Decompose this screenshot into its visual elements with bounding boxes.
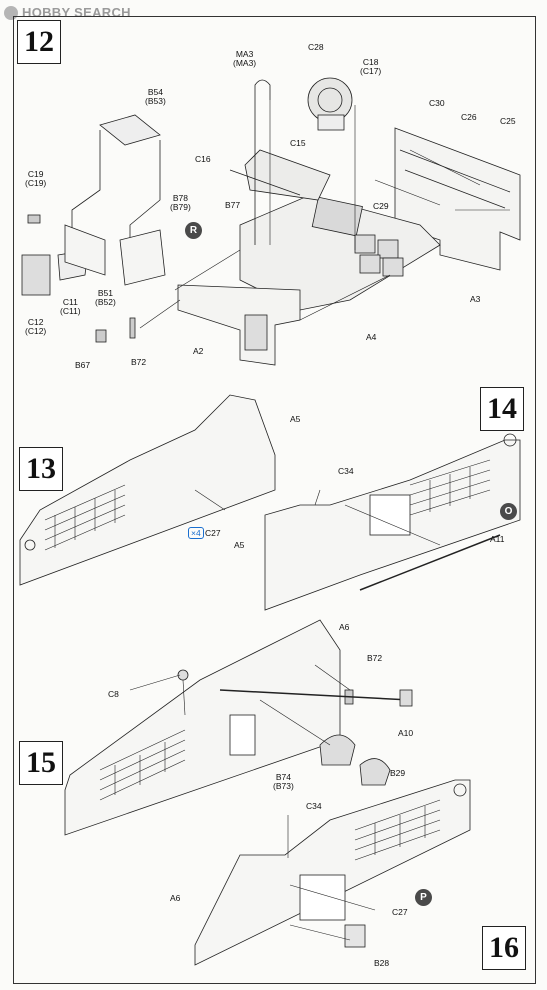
label-a6-step15: A6 xyxy=(339,622,350,632)
label-b72-step15: B72 xyxy=(367,653,383,663)
label-a2: A2 xyxy=(193,346,204,356)
part-b78 xyxy=(119,229,166,286)
label-c19: C19 (C19) xyxy=(25,169,47,188)
part-c12 xyxy=(21,254,51,296)
part-b67 xyxy=(95,329,107,343)
part-a6-grille-step15 xyxy=(99,729,186,801)
label-c8: C8 xyxy=(108,689,119,699)
part-b74 xyxy=(319,734,356,766)
part-b54 xyxy=(99,114,161,146)
label-a3: A3 xyxy=(470,294,481,304)
part-c29-vent xyxy=(311,196,363,237)
label-b67: B67 xyxy=(75,360,91,370)
label-b78: B78 (B79) xyxy=(170,193,191,212)
part-a11 xyxy=(359,534,501,591)
part-c15 xyxy=(244,149,331,201)
label-c29: C29 xyxy=(373,201,389,211)
label-a11: A11 xyxy=(490,534,505,544)
label-c34-step14: C34 xyxy=(338,466,354,476)
label-a10: A10 xyxy=(398,728,414,738)
part-a6-step16 xyxy=(194,779,471,966)
part-a2 xyxy=(177,284,301,366)
label-a5-step14: A5 xyxy=(234,540,245,550)
part-a5-step13 xyxy=(19,394,276,586)
label-c12: C12 (C12) xyxy=(25,317,47,336)
badge-o: O xyxy=(500,503,517,520)
label-c11: C11 (C11) xyxy=(60,297,81,316)
label-b29: B29 xyxy=(390,768,406,778)
part-a5-grille-step13 xyxy=(44,484,126,551)
badge-r: R xyxy=(185,222,202,239)
label-c27-step16: C27 xyxy=(392,907,408,917)
label-c18: C18 (C17) xyxy=(360,57,382,76)
label-b28: B28 xyxy=(374,958,390,968)
quantity-marker: ×4 xyxy=(188,527,204,539)
part-a4-blocks xyxy=(354,234,404,277)
label-c28: C28 xyxy=(308,42,324,52)
part-b51 xyxy=(64,224,106,276)
label-a6-step16: A6 xyxy=(170,893,181,903)
label-ma3: MA3 (MA3) xyxy=(233,49,257,68)
page-frame xyxy=(13,16,536,984)
label-b54: B54 (B53) xyxy=(145,87,166,106)
part-c19 xyxy=(27,214,41,224)
part-b28 xyxy=(344,924,366,948)
label-b51: B51 (B52) xyxy=(95,288,116,307)
label-c25: C25 xyxy=(500,116,516,126)
label-c27-step13: C27 xyxy=(205,528,221,538)
part-a6-grille-step16 xyxy=(354,799,441,861)
label-b72-step12: B72 xyxy=(131,357,147,367)
part-ma3 xyxy=(254,79,271,245)
step-number-14: 14 xyxy=(480,387,524,431)
part-b29 xyxy=(359,758,391,786)
label-c15: C15 xyxy=(290,138,306,148)
badge-p: P xyxy=(415,889,432,906)
label-a4: A4 xyxy=(366,332,377,342)
part-a2-inset xyxy=(244,314,268,351)
step-number-15: 15 xyxy=(19,741,63,785)
label-a5-step13: A5 xyxy=(290,414,301,424)
part-a5-grille-step14 xyxy=(409,459,491,516)
step-number-13: 13 xyxy=(19,447,63,491)
label-c30: C30 xyxy=(429,98,445,108)
part-a10 xyxy=(219,689,411,701)
step-number-16: 16 xyxy=(482,926,526,970)
label-b74: B74 (B73) xyxy=(273,772,294,791)
step-number-12: 12 xyxy=(17,20,61,64)
label-c26: C26 xyxy=(461,112,477,122)
label-b77: B77 xyxy=(225,200,241,210)
part-b72a xyxy=(129,317,136,339)
label-c34-step16: C34 xyxy=(306,801,322,811)
label-c16: C16 xyxy=(195,154,211,164)
part-a6-step15 xyxy=(64,619,341,836)
